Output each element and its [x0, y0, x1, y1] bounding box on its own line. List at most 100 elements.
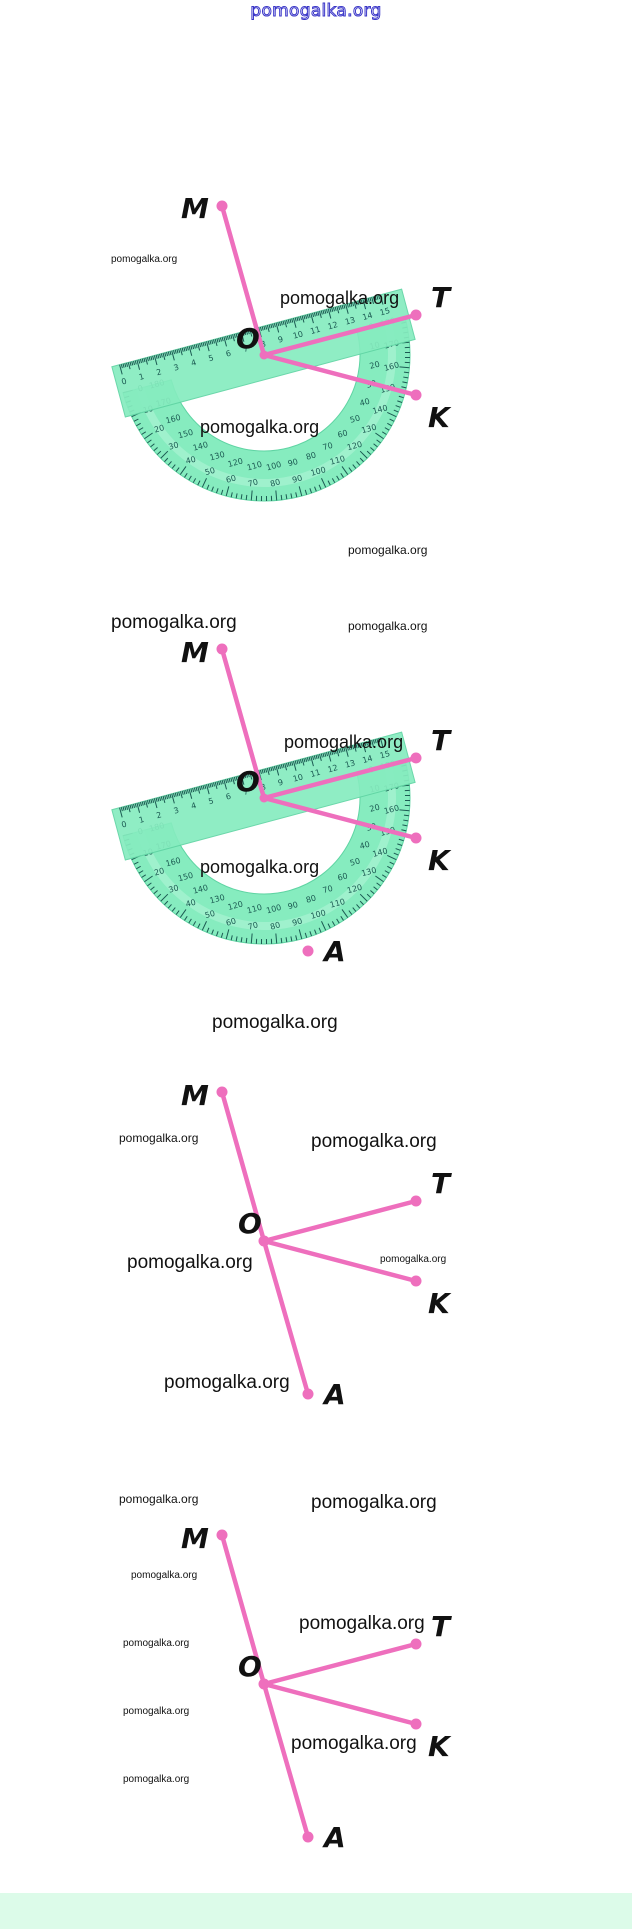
protractor-tick	[188, 918, 192, 924]
protractor-tick	[387, 865, 392, 870]
ruler-tick	[136, 359, 141, 370]
ruler-tick	[305, 757, 308, 762]
ruler-tick	[202, 785, 205, 790]
ruler-tick	[126, 362, 129, 367]
protractor-tick	[255, 938, 258, 944]
protractor-tick	[167, 461, 172, 466]
protractor-tick	[403, 376, 409, 379]
protractor-number: 40	[359, 840, 371, 851]
ruler-tick	[352, 302, 355, 307]
protractor-tick	[384, 427, 390, 431]
ruler-tick	[261, 769, 264, 774]
label-A: A	[322, 1821, 346, 1854]
protractor-tick	[206, 927, 210, 933]
ruler-tick	[339, 748, 342, 753]
protractor-tick	[404, 346, 410, 349]
ruler-tick	[364, 298, 367, 304]
ruler-tick	[357, 300, 360, 305]
protractor-tick	[373, 443, 378, 448]
protractor-tick	[270, 495, 273, 501]
protractor-number: 140	[372, 403, 389, 416]
ruler-tick	[348, 303, 351, 308]
ruler-scale: 0123456789101112131415	[119, 294, 391, 387]
ruler-tick	[320, 310, 323, 315]
protractor-tick	[366, 893, 372, 898]
ruler-tick	[225, 336, 228, 341]
ruler-tick	[247, 773, 250, 778]
ruler-tick	[329, 308, 332, 313]
label-K: K	[428, 401, 452, 434]
point-K	[410, 389, 422, 401]
ruler-tick	[298, 316, 301, 321]
ruler-tick	[204, 784, 207, 789]
protractor-tick	[265, 495, 268, 501]
ruler-tick	[228, 778, 231, 783]
protractor-tick	[404, 789, 410, 792]
site-logo-link[interactable]: pomogalka.org	[250, 1, 382, 22]
ruler-number: 14	[361, 311, 373, 322]
ruler-tick	[247, 330, 250, 335]
protractor-tick	[373, 886, 378, 891]
ruler-tick	[345, 304, 349, 314]
protractor-number: 40	[359, 397, 371, 408]
ruler-tick	[332, 750, 335, 755]
ruler-tick	[326, 309, 329, 314]
ruler-tick	[367, 740, 370, 746]
watermark: pomogalka.org	[164, 1372, 290, 1393]
ruler-tick	[221, 337, 224, 342]
protractor-tick	[290, 493, 293, 499]
ruler-tick	[169, 794, 172, 799]
protractor-tick	[318, 927, 322, 933]
ruler-tick	[360, 299, 363, 304]
protractor-tick	[133, 861, 139, 865]
ruler-tick	[266, 324, 270, 332]
ruler-tick	[183, 790, 186, 795]
ruler-tick	[319, 311, 322, 319]
ruler-tick	[244, 774, 247, 779]
protractor-tick	[304, 489, 308, 495]
ruler-tick	[353, 301, 357, 309]
protractor-number: 50	[204, 466, 216, 477]
protractor-number: 130	[209, 450, 226, 463]
ruler-tick	[233, 776, 236, 781]
ruler-tick	[263, 768, 266, 774]
point-M	[216, 1529, 228, 1541]
protractor-tick	[211, 929, 214, 935]
protractor-number: 110	[329, 454, 346, 467]
ruler-tick	[270, 767, 273, 772]
ruler-number: 5	[207, 796, 214, 806]
ruler-number: 4	[190, 358, 197, 368]
ruler-tick	[190, 788, 193, 793]
protractor-tick	[175, 910, 180, 915]
label-M: M	[181, 636, 209, 669]
ruler-tick	[296, 760, 299, 765]
ruler-tick	[266, 767, 270, 775]
protractor-tick	[404, 356, 410, 359]
protractor-tick	[359, 893, 368, 902]
figure-3: M O T K A pomogalka.org pomogalka.org po…	[119, 1012, 452, 1411]
ruler-tick	[219, 337, 222, 342]
protractor-number: 70	[247, 477, 259, 488]
ruler-tick	[233, 333, 236, 338]
protractor-number: 100	[265, 903, 282, 916]
protractor-tick	[245, 937, 248, 943]
watermark: pomogalka.org	[311, 1492, 437, 1513]
ruler-tick	[346, 303, 349, 308]
ruler-tick	[145, 357, 148, 365]
protractor-number: 130	[360, 423, 377, 436]
point-T	[410, 1638, 422, 1650]
ruler-tick	[159, 353, 162, 358]
ruler-tick	[124, 363, 127, 368]
ruler-tick	[162, 795, 166, 803]
ruler-tick	[273, 766, 276, 771]
ruler-tick	[303, 315, 306, 320]
ruler-tick	[225, 779, 228, 784]
protractor-number: 90	[287, 457, 299, 468]
protractor-tick	[206, 484, 210, 490]
protractor-tick	[144, 875, 153, 883]
point-M	[216, 200, 228, 212]
ruler-tick	[211, 339, 214, 345]
protractor-tick	[321, 478, 327, 488]
ruler-tick	[173, 350, 176, 355]
protractor-number: 90	[291, 916, 303, 927]
